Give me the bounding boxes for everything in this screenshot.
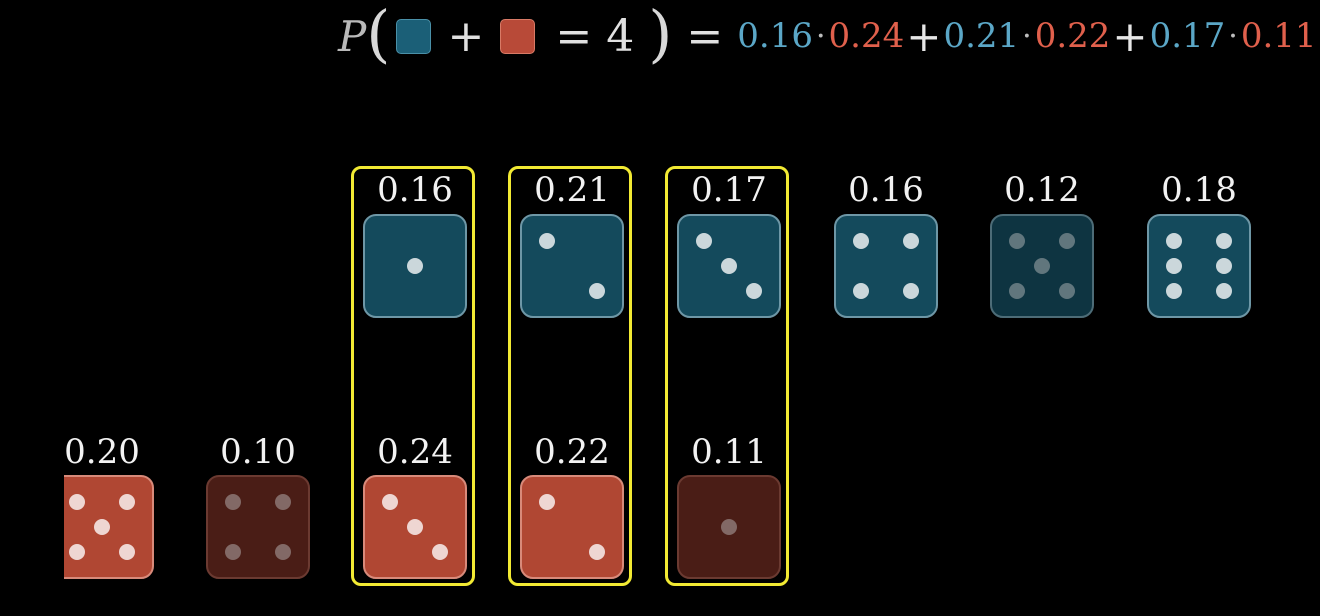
blue-die-4 — [834, 214, 938, 318]
die-pip — [589, 283, 605, 299]
pair-highlight-3 — [665, 166, 789, 586]
die-pip — [382, 494, 398, 510]
red-die-4-prob: 0.10 — [220, 432, 296, 472]
die-pip — [696, 233, 712, 249]
die-pip — [119, 494, 135, 510]
red-die-2-prob: 0.22 — [534, 432, 610, 472]
die-pip — [721, 258, 737, 274]
die-pip — [275, 494, 291, 510]
equals-sum: = 4 — [555, 10, 635, 62]
die-pip — [721, 519, 737, 535]
plus-operator: + — [1112, 11, 1148, 61]
blue-die-2 — [520, 214, 624, 318]
multiply-dot: · — [815, 18, 826, 54]
blue-die-2-prob: 0.21 — [534, 170, 610, 210]
red-die-3 — [363, 475, 467, 579]
die-pip — [1166, 258, 1182, 274]
die-pip — [903, 283, 919, 299]
die-pip — [1059, 233, 1075, 249]
die-pip — [1166, 233, 1182, 249]
die-pip — [432, 544, 448, 560]
die-pip — [94, 519, 110, 535]
red-die-3-prob: 0.24 — [377, 432, 453, 472]
die-pip — [1216, 283, 1232, 299]
blue-die-3 — [677, 214, 781, 318]
open-paren: ( — [366, 0, 391, 70]
blue-die-1-prob: 0.16 — [377, 170, 453, 210]
plus-operator: + — [906, 11, 942, 61]
blue-die-3-prob: 0.17 — [691, 170, 767, 210]
die-pip — [225, 544, 241, 560]
die-pip — [853, 283, 869, 299]
die-pip — [275, 544, 291, 560]
term-3-blue: 0.17 — [1149, 16, 1226, 56]
equals-operator: = — [686, 10, 724, 62]
blue-die-5 — [990, 214, 1094, 318]
die-pip — [589, 544, 605, 560]
red-die-5 — [50, 475, 154, 579]
die-pip — [853, 233, 869, 249]
die-pip — [407, 258, 423, 274]
red-die-symbol-icon — [500, 18, 536, 54]
pair-highlight-1 — [351, 166, 475, 586]
multiply-dot: · — [1022, 18, 1032, 54]
die-pip — [1166, 283, 1182, 299]
die-pip — [69, 544, 85, 560]
die-pip — [903, 233, 919, 249]
blue-die-1 — [363, 214, 467, 318]
term-2-red: 0.22 — [1034, 16, 1111, 56]
die-pip — [225, 494, 241, 510]
die-pip — [1009, 283, 1025, 299]
die-pip — [1059, 283, 1075, 299]
die-pip — [69, 494, 85, 510]
die-pip — [407, 519, 423, 535]
plus-operator: + — [447, 10, 485, 62]
left-edge-mask — [0, 440, 64, 616]
die-pip — [1034, 258, 1050, 274]
blue-die-symbol-icon — [396, 18, 432, 54]
die-pip — [1216, 233, 1232, 249]
red-die-2 — [520, 475, 624, 579]
blue-die-4-prob: 0.16 — [848, 170, 924, 210]
red-die-1 — [677, 475, 781, 579]
multiply-dot: · — [1228, 18, 1238, 54]
die-pip — [539, 233, 555, 249]
close-paren: ) — [648, 0, 673, 70]
term-1-blue: 0.16 — [737, 16, 813, 56]
formula-prefix: P — [338, 11, 367, 61]
blue-die-6 — [1147, 214, 1251, 318]
term-1-red: 0.24 — [828, 16, 905, 56]
die-pip — [746, 283, 762, 299]
blue-die-6-prob: 0.18 — [1161, 170, 1237, 210]
red-die-1-prob: 0.11 — [691, 432, 767, 472]
probability-formula: P ( + = 4 ) = 0.16 · 0.24 + 0.21 · 0.22 … — [338, 0, 1317, 70]
red-die-4 — [206, 475, 310, 579]
die-pip — [1216, 258, 1232, 274]
die-pip — [1009, 233, 1025, 249]
term-2-blue: 0.21 — [943, 16, 1020, 56]
term-3-red: 0.11 — [1240, 16, 1317, 56]
blue-die-5-prob: 0.12 — [1004, 170, 1080, 210]
red-die-5-prob: 0.20 — [64, 432, 140, 472]
pair-highlight-2 — [508, 166, 632, 586]
die-pip — [119, 544, 135, 560]
die-pip — [539, 494, 555, 510]
